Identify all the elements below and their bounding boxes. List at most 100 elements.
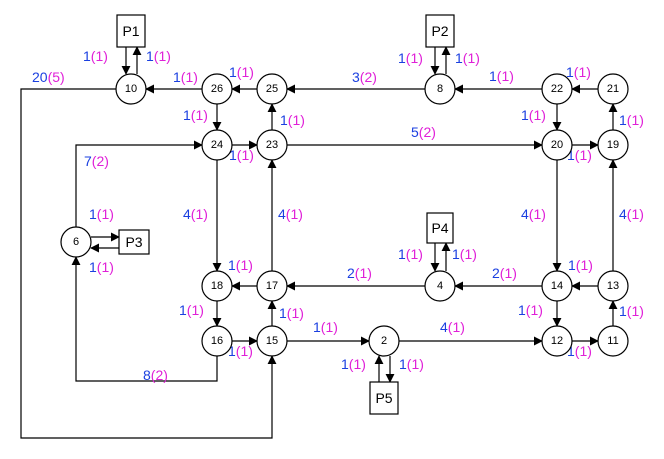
edge-weight: 1 <box>521 107 529 123</box>
port-label: P5 <box>375 390 392 406</box>
edge-parenthetical: (1) <box>627 303 644 319</box>
edge-label-20-14: 4(1) <box>521 206 546 222</box>
port-label: P3 <box>125 234 142 250</box>
node-circle <box>256 325 288 357</box>
node-circle <box>597 73 629 105</box>
edge-parenthetical: (1) <box>321 319 338 335</box>
edge-parenthetical: (1) <box>406 50 423 66</box>
edge-label-8-p2: 1(1) <box>455 50 480 66</box>
edge-label-10-15: 20(5) <box>32 69 65 85</box>
node-12: 12 <box>541 325 573 357</box>
edge-label-19-21: 1(1) <box>619 112 644 128</box>
edge-weight: 4 <box>440 319 448 335</box>
edge-parenthetical: (1) <box>460 246 477 262</box>
edge-parenthetical: (1) <box>154 48 171 64</box>
edge-label-11-13: 1(1) <box>619 303 644 319</box>
node-label: 24 <box>211 139 223 151</box>
edge-weight: 7 <box>84 153 92 169</box>
edge-weight: 1 <box>567 147 575 163</box>
edge-parenthetical: (2) <box>360 69 377 85</box>
edge-weight: 1 <box>489 68 497 84</box>
node-circle <box>201 270 233 302</box>
node-11: 11 <box>597 325 629 357</box>
node-26: 26 <box>201 73 233 105</box>
edge-label-17-23: 4(1) <box>278 206 303 222</box>
node-21: 21 <box>597 73 629 105</box>
edge-weight: 4 <box>521 206 529 222</box>
edge-weight: 1 <box>280 112 288 128</box>
edge-label-6-p3: 1(1) <box>89 206 114 222</box>
edge-label-6-24: 7(2) <box>84 153 109 169</box>
node-2: 2 <box>368 325 400 357</box>
edge-label-13-14: 1(1) <box>568 257 593 273</box>
edge-weight: 4 <box>183 206 191 222</box>
node-circle <box>541 129 573 161</box>
edge-label-20-19: 1(1) <box>567 147 592 163</box>
edge-weight: 1 <box>452 246 460 262</box>
edge-label-8-25: 3(2) <box>352 69 377 85</box>
edge-label-16-15: 1(1) <box>228 343 253 359</box>
node-label: 16 <box>211 335 223 347</box>
node-circle <box>597 129 629 161</box>
edge-weight: 1 <box>229 64 237 80</box>
edge-label-22-20: 1(1) <box>521 107 546 123</box>
node-label: 13 <box>607 280 619 292</box>
node-8: 8 <box>424 73 456 105</box>
node-label: 2 <box>381 335 387 347</box>
edge-parenthetical: (1) <box>448 319 465 335</box>
node-20: 20 <box>541 129 573 161</box>
edge-weight: 1 <box>228 257 236 273</box>
node-label: 23 <box>266 139 278 151</box>
node-24: 24 <box>201 129 233 161</box>
port-p3: P3 <box>118 229 150 255</box>
port-label: P2 <box>431 23 448 39</box>
edge-label-26-10: 1(1) <box>173 69 198 85</box>
edge-weight: 1 <box>89 259 97 275</box>
node-14: 14 <box>541 270 573 302</box>
node-6: 6 <box>60 226 92 258</box>
edge-label-25-26: 1(1) <box>229 64 254 80</box>
node-18: 18 <box>201 270 233 302</box>
edge-label-21-22: 1(1) <box>566 64 591 80</box>
edge-parenthetical: (1) <box>526 302 543 318</box>
node-label: 26 <box>211 83 223 95</box>
edge-parenthetical: (1) <box>574 64 591 80</box>
edge-weight: 1 <box>518 302 526 318</box>
node-label: 21 <box>607 83 619 95</box>
edge-parenthetical: (1) <box>355 265 372 281</box>
node-label: 4 <box>437 280 443 292</box>
node-circle <box>597 270 629 302</box>
edge-weight: 1 <box>83 48 91 64</box>
edge-weight: 1 <box>568 257 576 273</box>
edge-label-2-12: 4(1) <box>440 319 465 335</box>
edge-weight: 1 <box>619 112 627 128</box>
edge-parenthetical: (1) <box>575 343 592 359</box>
node-label: 6 <box>73 236 79 248</box>
edge-label-24-23: 1(1) <box>229 147 254 163</box>
edge-parenthetical: (1) <box>497 68 514 84</box>
edge-parenthetical: (1) <box>236 343 253 359</box>
edge-label-24-18: 4(1) <box>183 206 208 222</box>
edge-weight: 4 <box>619 206 627 222</box>
edge-weight: 1 <box>567 343 575 359</box>
edge-16-6 <box>71 256 218 382</box>
node-25: 25 <box>256 73 288 105</box>
node-10: 10 <box>115 73 147 105</box>
edge-weight: 1 <box>398 50 406 66</box>
node-label: 18 <box>211 280 223 292</box>
node-circle <box>541 270 573 302</box>
port-box <box>369 381 399 415</box>
node-label: 20 <box>551 139 563 151</box>
edge-weight: 20 <box>32 69 48 85</box>
node-label: 8 <box>437 83 443 95</box>
edge-parenthetical: (1) <box>287 305 304 321</box>
node-label: 14 <box>551 280 563 292</box>
edge-label-23-20: 5(2) <box>411 124 436 140</box>
node-circle <box>201 129 233 161</box>
edge-parenthetical: (2) <box>419 124 436 140</box>
edge-parenthetical: (1) <box>627 206 644 222</box>
node-label: 25 <box>266 83 278 95</box>
port-label: P1 <box>122 23 139 39</box>
edge-label-15-2: 1(1) <box>313 319 338 335</box>
